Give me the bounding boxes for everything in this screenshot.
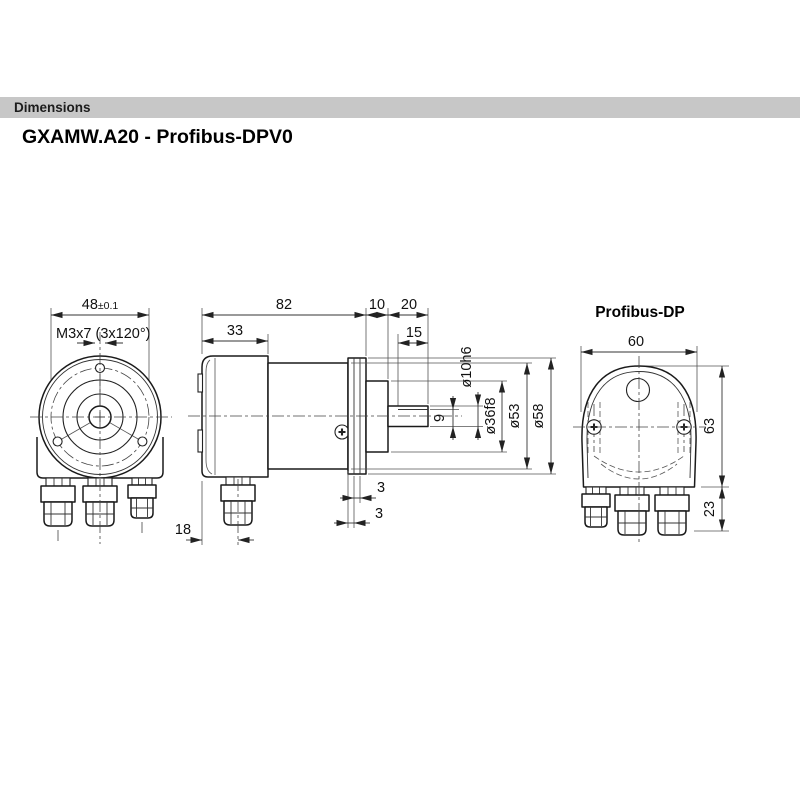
rear-top-hole [625, 377, 651, 403]
dim-step-upper-label: 3 [377, 480, 385, 496]
section-header-label: Dimensions [14, 100, 91, 115]
dim-rear-width-label: 60 [628, 334, 644, 350]
dim-shaft-flat-label: 9 [432, 414, 448, 422]
dim-spigot-dia-label: ø36f8 [483, 397, 499, 434]
mounting-hole [137, 436, 148, 447]
dim-rear-height-label: 63 [702, 418, 718, 434]
dim-rear-gland-height-label: 23 [702, 501, 718, 517]
thread-spec-label: M3x7 (3x120°) [56, 326, 150, 342]
dim-shaft-usable-label: 15 [406, 325, 422, 341]
page-title: GXAMW.A20 - Profibus-DPV0 [22, 126, 293, 148]
connection-cap [201, 355, 269, 478]
dim-body-dia-label: ø53 [507, 404, 523, 429]
dim-flange-dia-label: ø58 [531, 404, 547, 429]
dim-gland-offset-label: 18 [175, 522, 191, 538]
cable-gland [654, 486, 690, 536]
rear-view: Profibus-DP [573, 304, 729, 542]
dim-cap-length-label: 33 [227, 323, 243, 339]
section-header-bar: Dimensions [0, 97, 800, 118]
cable-gland [40, 477, 76, 527]
rear-view-title: Profibus-DP [595, 304, 685, 321]
mounting-hole [52, 436, 63, 447]
side-view: 82 10 20 33 15 9 ø10h6 [175, 297, 556, 545]
dim-total-length-label: 82 [276, 297, 292, 313]
dim-flange-length-label: 10 [369, 297, 385, 313]
cable-gland-small [581, 486, 611, 528]
dim-step-lower-label: 3 [375, 506, 383, 522]
dim-front-width-label: 48±0.1 [82, 297, 119, 313]
cable-gland-small [127, 477, 157, 519]
dim-shaft-dia-label: ø10h6 [459, 346, 475, 387]
spigot [365, 380, 389, 453]
cable-gland [614, 486, 650, 536]
front-view: 48±0.1 M3x7 (3x120°) [30, 297, 172, 544]
dim-shaft-length-label: 20 [401, 297, 417, 313]
